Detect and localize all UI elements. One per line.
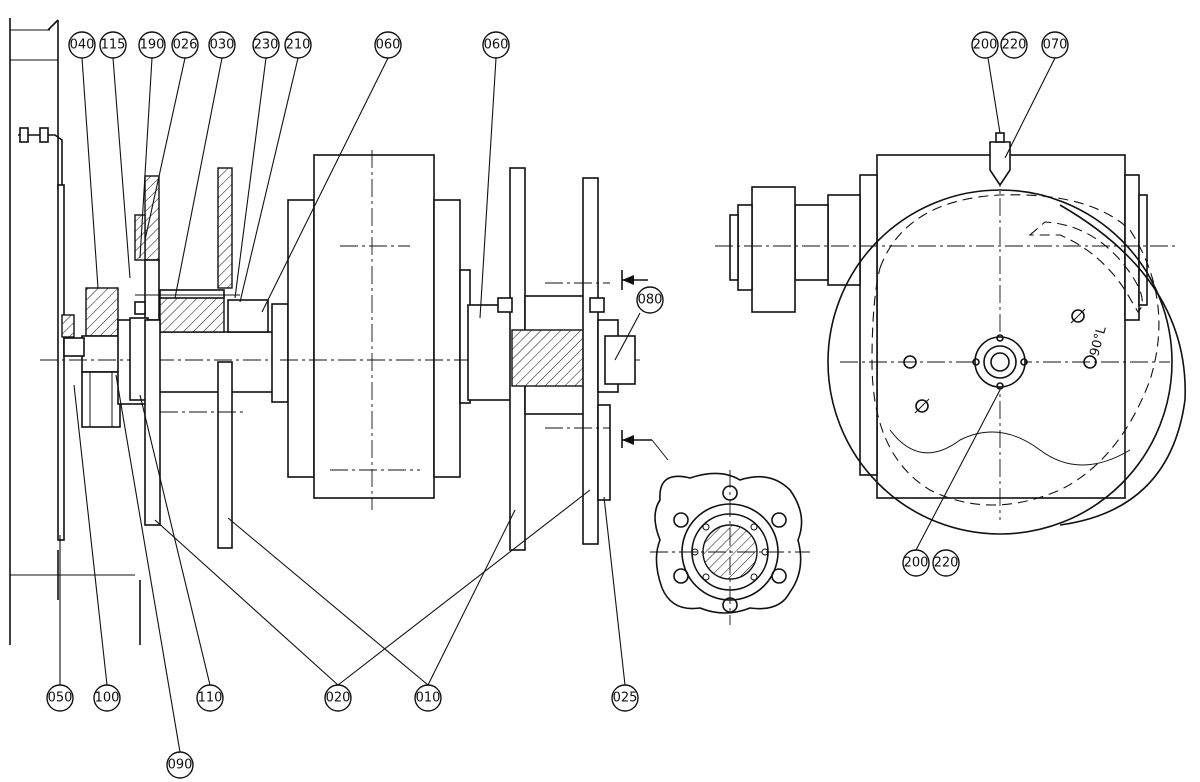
svg-text:190: 190	[140, 38, 165, 53]
balloon-020: 020	[324, 684, 352, 712]
balloon-210: 210	[284, 31, 312, 59]
svg-text:060: 060	[484, 38, 509, 53]
svg-text:230: 230	[254, 38, 279, 53]
flange-plates-left	[144, 319, 245, 549]
svg-text:025: 025	[613, 691, 638, 706]
rod-050	[57, 184, 65, 541]
balloon-190: 190	[138, 31, 166, 59]
balloon-070: 070	[1041, 31, 1069, 59]
balloon-010: 010	[414, 684, 442, 712]
drum-center	[271, 150, 640, 510]
balloon-090: 090	[166, 751, 194, 779]
end-view: 90°L	[715, 132, 1186, 535]
svg-text:020: 020	[326, 691, 351, 706]
balloon-115: 115	[99, 31, 127, 59]
svg-text:030: 030	[210, 38, 235, 53]
svg-text:100: 100	[95, 691, 120, 706]
svg-text:210: 210	[286, 38, 311, 53]
svg-text:200: 200	[904, 556, 929, 571]
balloon-200-bottom: 200	[902, 549, 930, 577]
svg-text:070: 070	[1043, 38, 1068, 53]
balloon-030: 030	[208, 31, 236, 59]
svg-text:040: 040	[70, 38, 95, 53]
balloon-025: 025	[611, 684, 639, 712]
clutch-plates	[129, 167, 269, 401]
balloon-080: 080	[636, 286, 664, 314]
balloon-060-left: 060	[374, 31, 402, 59]
balloon-050: 050	[46, 684, 74, 712]
leader-lines	[59, 57, 1056, 753]
balloon-060-right: 060	[482, 31, 510, 59]
balloon-026: 026	[171, 31, 199, 59]
balloon-230: 230	[252, 31, 280, 59]
right-shaft-assembly	[467, 167, 636, 551]
frame-wall	[9, 18, 141, 645]
svg-text:200: 200	[973, 38, 998, 53]
svg-text:026: 026	[173, 38, 198, 53]
balloon-220-top: 220	[1000, 31, 1028, 59]
svg-text:220: 220	[934, 556, 959, 571]
svg-text:090: 090	[168, 758, 193, 773]
balloon-110: 110	[196, 684, 224, 712]
svg-text:080: 080	[638, 293, 663, 308]
svg-text:115: 115	[101, 38, 126, 53]
section-detail	[650, 470, 810, 625]
balloon-100: 100	[93, 684, 121, 712]
svg-text:010: 010	[416, 691, 441, 706]
svg-text:110: 110	[198, 691, 223, 706]
balloon-200-top: 200	[971, 31, 999, 59]
section-arrows	[621, 270, 669, 461]
balloon-220-bottom: 220	[932, 549, 960, 577]
svg-text:220: 220	[1002, 38, 1027, 53]
svg-text:060: 060	[376, 38, 401, 53]
brake-assembly-040	[61, 287, 121, 428]
balloon-040: 040	[68, 31, 96, 59]
svg-text:050: 050	[48, 691, 73, 706]
